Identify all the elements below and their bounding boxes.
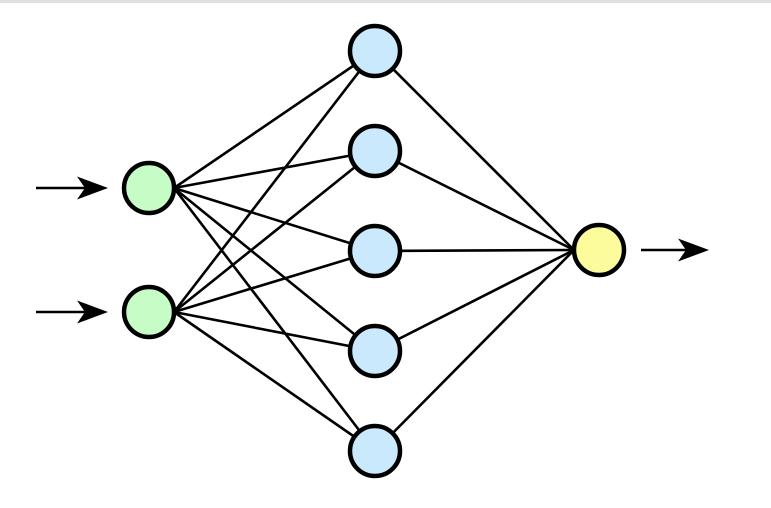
edge-in-1-h-3 — [173, 186, 376, 253]
edge-h-2-out-1 — [374, 149, 575, 252]
output-node-out-1 — [571, 222, 627, 278]
edge-in-2-h-4 — [173, 310, 376, 353]
input-arrow-1-head — [77, 176, 108, 200]
hidden-node-h-4 — [347, 323, 403, 379]
input-arrow-2-head — [77, 300, 108, 324]
output-arrow-head — [678, 238, 709, 262]
edge-h-3-out-1 — [374, 248, 575, 253]
edge-h-4-out-1 — [374, 248, 575, 353]
input-node-in-1 — [121, 160, 177, 216]
edge-in-2-h-2 — [173, 149, 376, 314]
hidden-node-h-3 — [347, 223, 403, 279]
edge-in-1-h-1 — [173, 49, 376, 190]
window-top-border — [0, 0, 771, 3]
hidden-node-h-1 — [347, 23, 403, 79]
edge-h-1-out-1 — [374, 50, 575, 251]
hidden-node-h-5 — [347, 423, 403, 479]
edge-in-1-h-5 — [172, 187, 377, 452]
edge-in-2-h-5 — [173, 310, 376, 453]
edge-h-5-out-1 — [374, 249, 575, 452]
edge-in-1-h-2 — [173, 149, 376, 190]
edge-in-2-h-1 — [172, 50, 377, 313]
edge-in-1-h-4 — [173, 186, 376, 353]
input-node-in-2 — [121, 284, 177, 340]
hidden-node-h-2 — [347, 123, 403, 179]
edge-in-2-h-3 — [173, 249, 376, 314]
